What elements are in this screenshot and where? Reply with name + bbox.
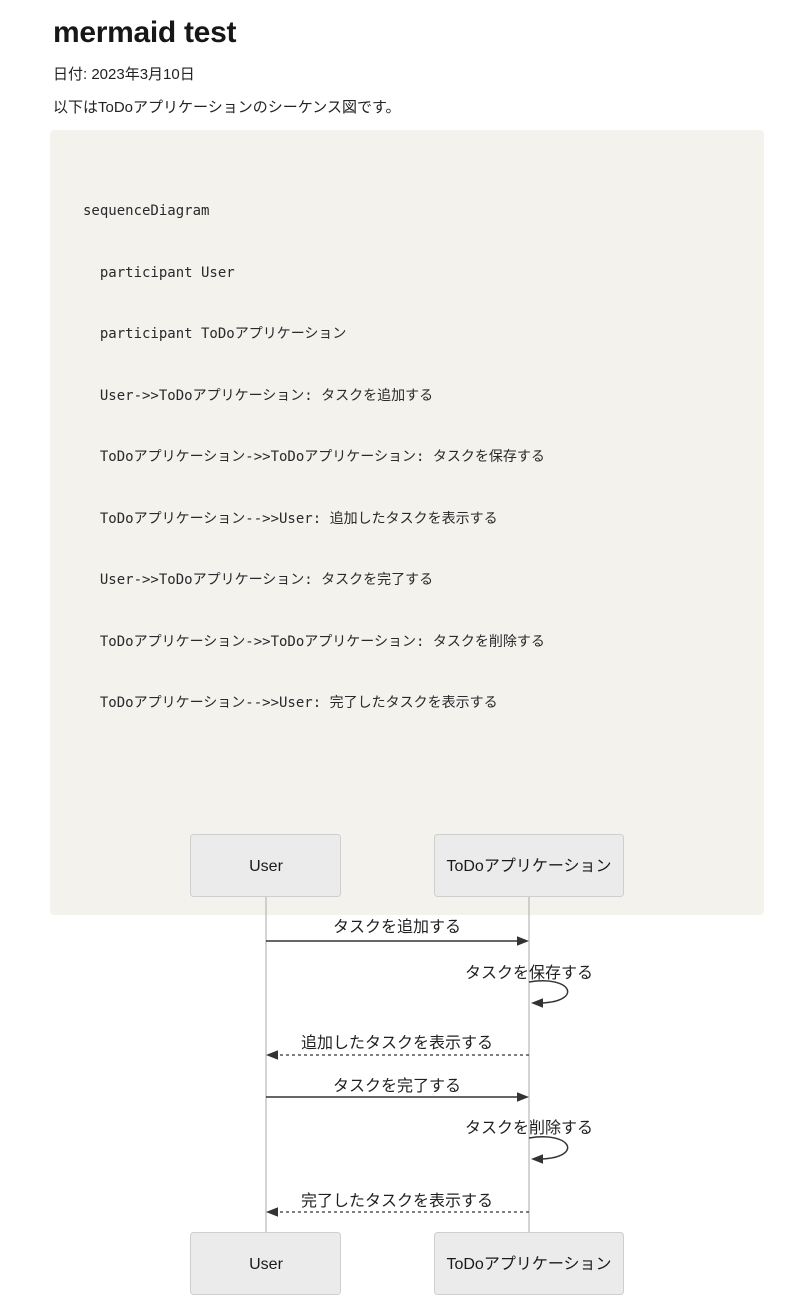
date-text: 日付: 2023年3月10日 [53, 66, 195, 83]
code-line: participant ToDoアプリケーション [83, 326, 347, 342]
markdown-preview: mermaid test 日付: 2023年3月10日 以下はToDoアプリケー… [0, 16, 800, 1295]
page-title: mermaid test [53, 16, 237, 49]
message-label: タスクを保存する [465, 964, 593, 982]
arrowhead-left-icon [531, 1153, 543, 1164]
actor-label-todo-bottom: ToDoアプリケーション [446, 1255, 611, 1273]
self-loop-arrow [528, 979, 569, 1004]
code-line: User->>ToDoアプリケーション: タスクを追加する [83, 387, 434, 404]
actor-box-user-top [190, 833, 341, 897]
code-line: ToDoアプリケーション-->>User: 完了したタスクを表示する [83, 695, 498, 711]
self-loop-arrow [528, 1135, 569, 1160]
code-line: User->>ToDoアプリケーション: タスクを完了する [83, 572, 434, 588]
arrowhead-left-icon [266, 1206, 278, 1217]
message-label: 完了したタスクを表示する [301, 1192, 493, 1210]
message-label: タスクを追加する [333, 918, 461, 936]
actor-label-user-bottom: User [249, 1256, 283, 1273]
message-label: 追加したタスクを表示する [301, 1034, 493, 1052]
code-line: ToDoアプリケーション-->>User: 追加したタスクを表示する [83, 510, 498, 527]
sequence-diagram-container: User ToDoアプリケーション タスクを追加する タスクを保存する 追加した… [50, 825, 764, 1305]
code-line: ToDoアプリケーション->>ToDoアプリケーション: タスクを削除する [83, 633, 545, 650]
message-label: タスクを完了する [333, 1077, 461, 1095]
mermaid-block-panel: sequenceDiagram participant User partici… [50, 130, 764, 1295]
code-line: ToDoアプリケーション->>ToDoアプリケーション: タスクを保存する [83, 449, 545, 465]
arrowhead-right-icon [517, 935, 529, 946]
mermaid-code-block: sequenceDiagram participant User partici… [83, 160, 764, 755]
message-label: タスクを削除する [465, 1119, 593, 1137]
code-line: participant User [83, 264, 235, 281]
actor-label-todo-top: ToDoアプリケーション [446, 857, 611, 875]
actor-box-todo-top [434, 833, 624, 897]
arrowhead-right-icon [517, 1091, 529, 1102]
code-line: sequenceDiagram [83, 203, 210, 219]
arrowhead-left-icon [531, 997, 543, 1008]
description-text: 以下はToDoアプリケーションのシーケンス図です。 [53, 99, 401, 116]
sequence-diagram: User ToDoアプリケーション タスクを追加する タスクを保存する 追加した… [190, 833, 624, 1295]
arrowhead-left-icon [266, 1049, 278, 1060]
actor-label-user-top: User [249, 858, 283, 875]
